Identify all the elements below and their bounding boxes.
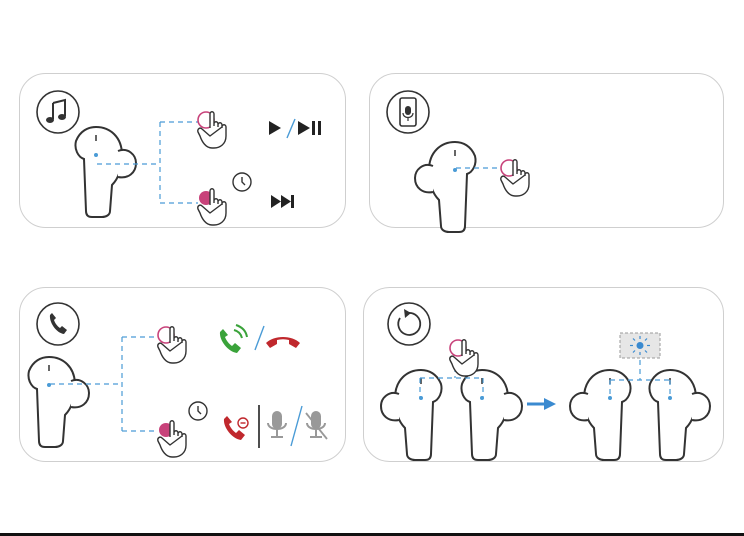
reset-arrow-icon — [388, 303, 430, 345]
phone-microphone-icon — [387, 91, 429, 133]
led-flash-icon — [620, 333, 660, 358]
panel-music — [20, 74, 346, 228]
music-note-icon — [37, 91, 79, 133]
panel-voice-assistant — [370, 74, 724, 233]
phone-icon — [37, 303, 79, 345]
panel-calls — [20, 288, 346, 462]
panel-reset — [364, 288, 724, 462]
